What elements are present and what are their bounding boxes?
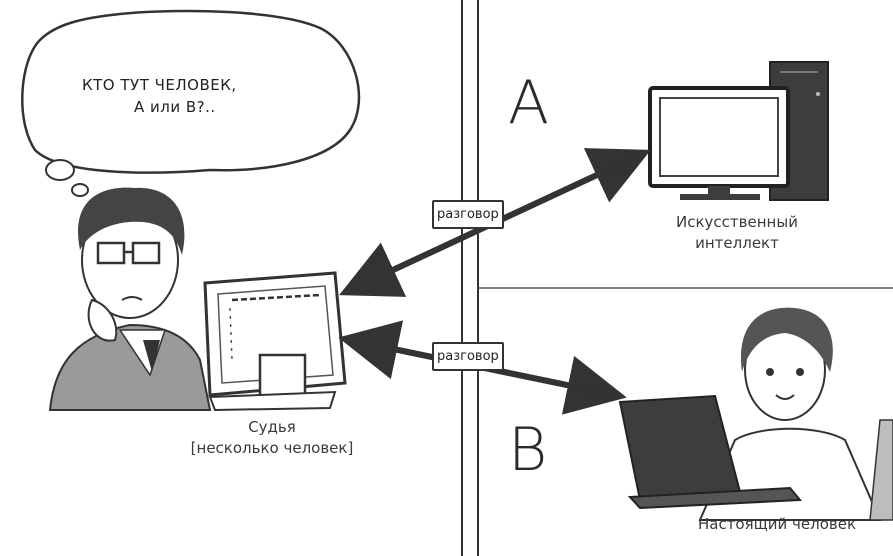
desktop-computer-icon [648, 61, 829, 201]
judge-caption-line-2: [несколько человек] [190, 439, 354, 457]
thought-bubble-icon [21, 9, 361, 197]
judge-figure-icon [48, 187, 212, 411]
ai-caption-line-1: Искусственный [676, 213, 798, 231]
bubble-line-2: А или В?.. [134, 98, 216, 116]
conversation-tag-bottom: разговор [432, 342, 504, 371]
ai-caption: Искусственный интеллект [652, 212, 822, 254]
bubble-line-1: КТО ТУТ ЧЕЛОВЕК, [82, 76, 237, 94]
room-a-letter: A [508, 68, 550, 138]
judge-caption: Судья [несколько человек] [172, 417, 372, 459]
crt-monitor-icon [203, 271, 347, 412]
laptop-icon [618, 394, 803, 510]
ai-caption-line-2: интеллект [695, 234, 779, 252]
conversation-tag-top: разговор [432, 200, 504, 229]
room-b-letter: B [508, 415, 548, 485]
judge-caption-line-1: Судья [248, 418, 296, 436]
human-caption: Настоящий человек [697, 515, 857, 533]
divider-wall [461, 0, 893, 556]
